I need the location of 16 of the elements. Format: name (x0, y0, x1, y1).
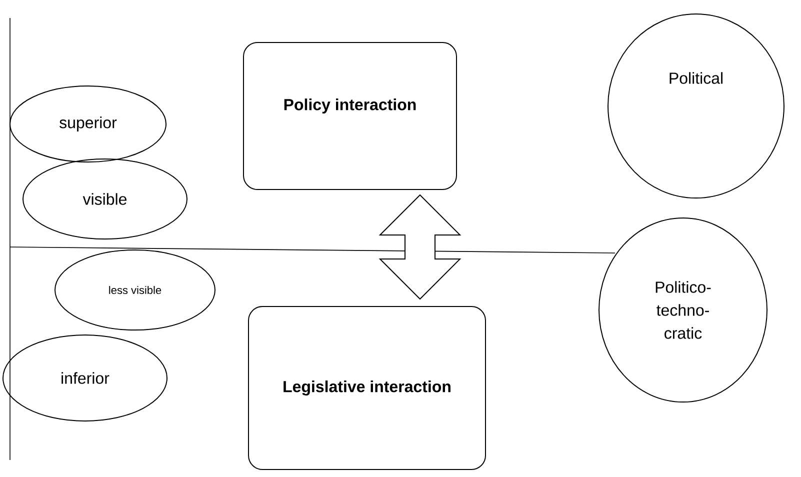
node-text: Political (670, 72, 722, 84)
node-text: Policy interaction (284, 98, 416, 114)
node-text: Politico- techno- cratic (656, 281, 711, 339)
ellipse (22, 158, 188, 240)
circle (598, 218, 768, 402)
node-text: visible (82, 193, 126, 205)
node-text: superior (60, 116, 117, 132)
ellipse (10, 86, 166, 162)
node-text: less visible (109, 286, 162, 294)
node-text: inferior (62, 372, 110, 384)
circle (608, 14, 784, 198)
rounded-box (248, 306, 486, 470)
ellipse (54, 250, 216, 330)
rounded-box (243, 42, 457, 190)
node-text: Legislative interaction (284, 380, 450, 396)
ellipse (2, 334, 168, 422)
